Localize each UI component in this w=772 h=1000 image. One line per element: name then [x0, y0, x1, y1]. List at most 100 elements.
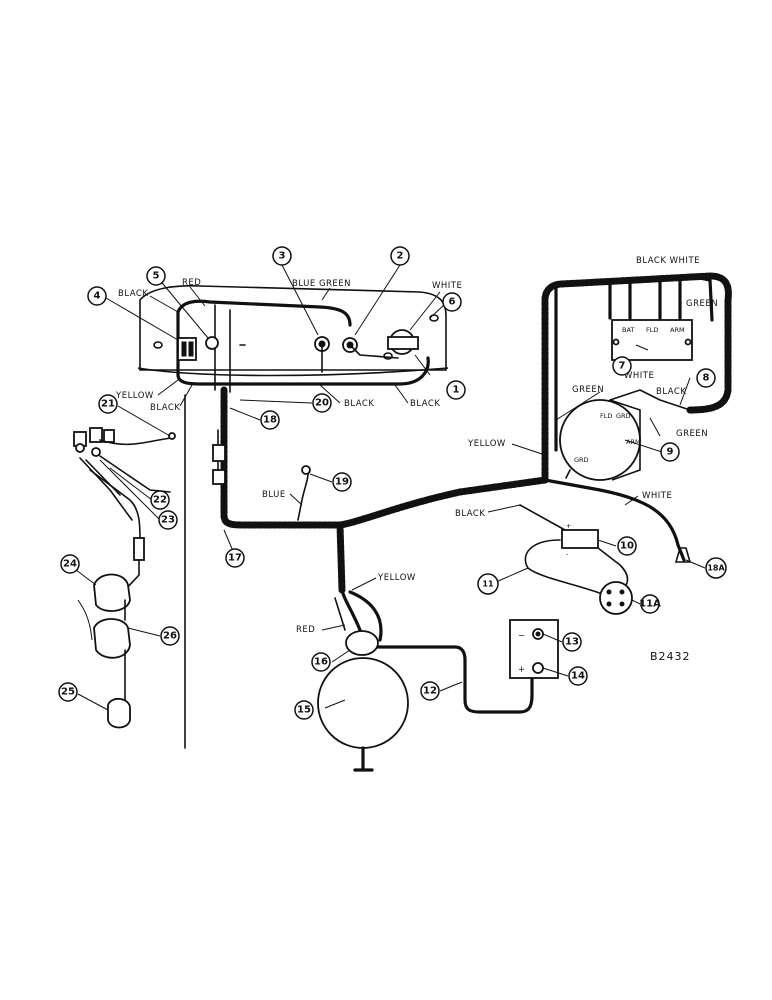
label-yellow-starter: YELLOW [377, 573, 416, 583]
svg-text:23: 23 [161, 515, 175, 526]
label-green-long: GREEN [572, 385, 604, 395]
label-black-under-yellow: BLACK [150, 403, 180, 413]
regulator-bat-terminal: BAT [622, 326, 634, 334]
svg-text:8: 8 [703, 373, 710, 384]
callout-11: 11A [639, 594, 661, 614]
svg-text:5: 5 [153, 271, 160, 282]
battery-cable [376, 645, 534, 714]
svg-text:16: 16 [314, 657, 328, 668]
starter-solenoid-icon [345, 630, 379, 656]
generator-grd-terminal: GRD [616, 412, 631, 420]
battery-plus-label: + [518, 665, 526, 675]
svg-text:4: 4 [94, 291, 101, 302]
svg-text:11A: 11A [639, 599, 661, 610]
instrument-panel [137, 285, 449, 393]
callout-13: 13 [562, 632, 582, 652]
regulator-arm-terminal: ARM [670, 326, 685, 334]
regulator-fld-terminal: FLD [646, 326, 658, 334]
label-black-main: BLACK [455, 509, 485, 519]
connector-icon-2 [212, 469, 226, 485]
callout-18A: 18A [705, 557, 727, 579]
label-yellow-right: YELLOW [467, 439, 506, 449]
regulator-harness [541, 272, 732, 484]
coil-minus-terminal: - [566, 550, 569, 558]
svg-text:18: 18 [263, 415, 277, 426]
callout-12: 12 [420, 681, 440, 701]
svg-text:22: 22 [153, 495, 167, 506]
label-red-starter: RED [296, 625, 315, 635]
wire-labels: BLACK RED BLUE GREEN WHITE YELLOW BLACK … [115, 256, 718, 635]
label-red: RED [182, 278, 201, 288]
callout-7: 7 [612, 356, 632, 376]
label-white-gen: WHITE [624, 371, 654, 381]
svg-text:11: 11 [482, 580, 494, 589]
main-harness [212, 386, 549, 594]
callout-15: 15 [294, 700, 314, 720]
svg-text:24: 24 [63, 559, 77, 570]
svg-text:19: 19 [335, 477, 349, 488]
voltage-regulator: BAT FLD ARM [611, 319, 693, 361]
callout-16: 16 [311, 652, 331, 672]
headlamp-icon-2 [93, 618, 131, 659]
label-black-20: BLACK [344, 399, 374, 409]
starter-motor-icon [317, 657, 409, 749]
generator: FLD GRD ARM GRD [559, 399, 641, 481]
callout-1: 1 [446, 380, 466, 400]
callout-5: 5 [146, 266, 166, 286]
svg-text:7: 7 [619, 361, 626, 372]
ignition-coil-icon [561, 529, 599, 549]
ignition-coil: + - [519, 504, 599, 558]
callout-22: 22 [150, 490, 170, 510]
distributor [524, 539, 633, 615]
headlamp-icon [93, 573, 131, 612]
svg-text:10: 10 [620, 541, 634, 552]
svg-text:14: 14 [571, 671, 585, 682]
svg-text:1: 1 [453, 385, 460, 396]
label-green-reg: GREEN [686, 299, 718, 309]
battery-minus-label: − [518, 631, 526, 641]
callouts: 1 2 3 4 5 6 7 8 9 10 11 11A 12 13 14 15 … [58, 246, 727, 720]
generator-grd-bottom-terminal: GRD [574, 456, 589, 464]
callout-21: 21 [98, 394, 118, 414]
callout-25: 25 [58, 682, 78, 702]
white-wire [543, 478, 686, 562]
label-yellow-left: YELLOW [115, 391, 154, 401]
svg-text:26: 26 [163, 631, 177, 642]
callout-9: 9 [660, 442, 680, 462]
callout-18: 18 [260, 410, 280, 430]
label-black-1: BLACK [410, 399, 440, 409]
svg-text:20: 20 [315, 398, 329, 409]
callout-6: 6 [442, 292, 462, 312]
label-blue-19: BLUE [262, 490, 286, 500]
voltage-regulator-icon [611, 319, 693, 361]
callout-19: 19 [332, 472, 352, 492]
svg-text:15: 15 [297, 705, 311, 716]
callout-14: 14 [568, 666, 588, 686]
label-black-white-reg: BLACK WHITE [636, 256, 700, 266]
coil-plus-terminal: + [566, 522, 571, 530]
callout-20: 20 [312, 393, 332, 413]
label-leaders [149, 286, 661, 631]
callout-10: 10 [617, 536, 637, 556]
label-blue-green: BLUE GREEN [292, 279, 351, 289]
svg-text:21: 21 [101, 399, 115, 410]
callout-17: 17 [225, 548, 245, 568]
sender-icon [301, 465, 311, 475]
label-white-panel: WHITE [432, 281, 462, 291]
svg-text:6: 6 [449, 297, 456, 308]
figure-id: B2432 [650, 650, 691, 663]
lighting-circuit [73, 394, 186, 749]
starter-assembly [317, 588, 409, 772]
label-black-top-left: BLACK [118, 289, 148, 299]
svg-text:17: 17 [228, 553, 242, 564]
callout-4: 4 [87, 286, 107, 306]
battery: − + [509, 619, 559, 679]
svg-text:9: 9 [667, 447, 674, 458]
label-black-gen: BLACK [656, 387, 686, 397]
connector-icon [212, 444, 226, 462]
svg-text:2: 2 [397, 251, 404, 262]
callout-3: 3 [272, 246, 292, 266]
svg-text:18A: 18A [707, 564, 725, 573]
callout-24: 24 [60, 554, 80, 574]
